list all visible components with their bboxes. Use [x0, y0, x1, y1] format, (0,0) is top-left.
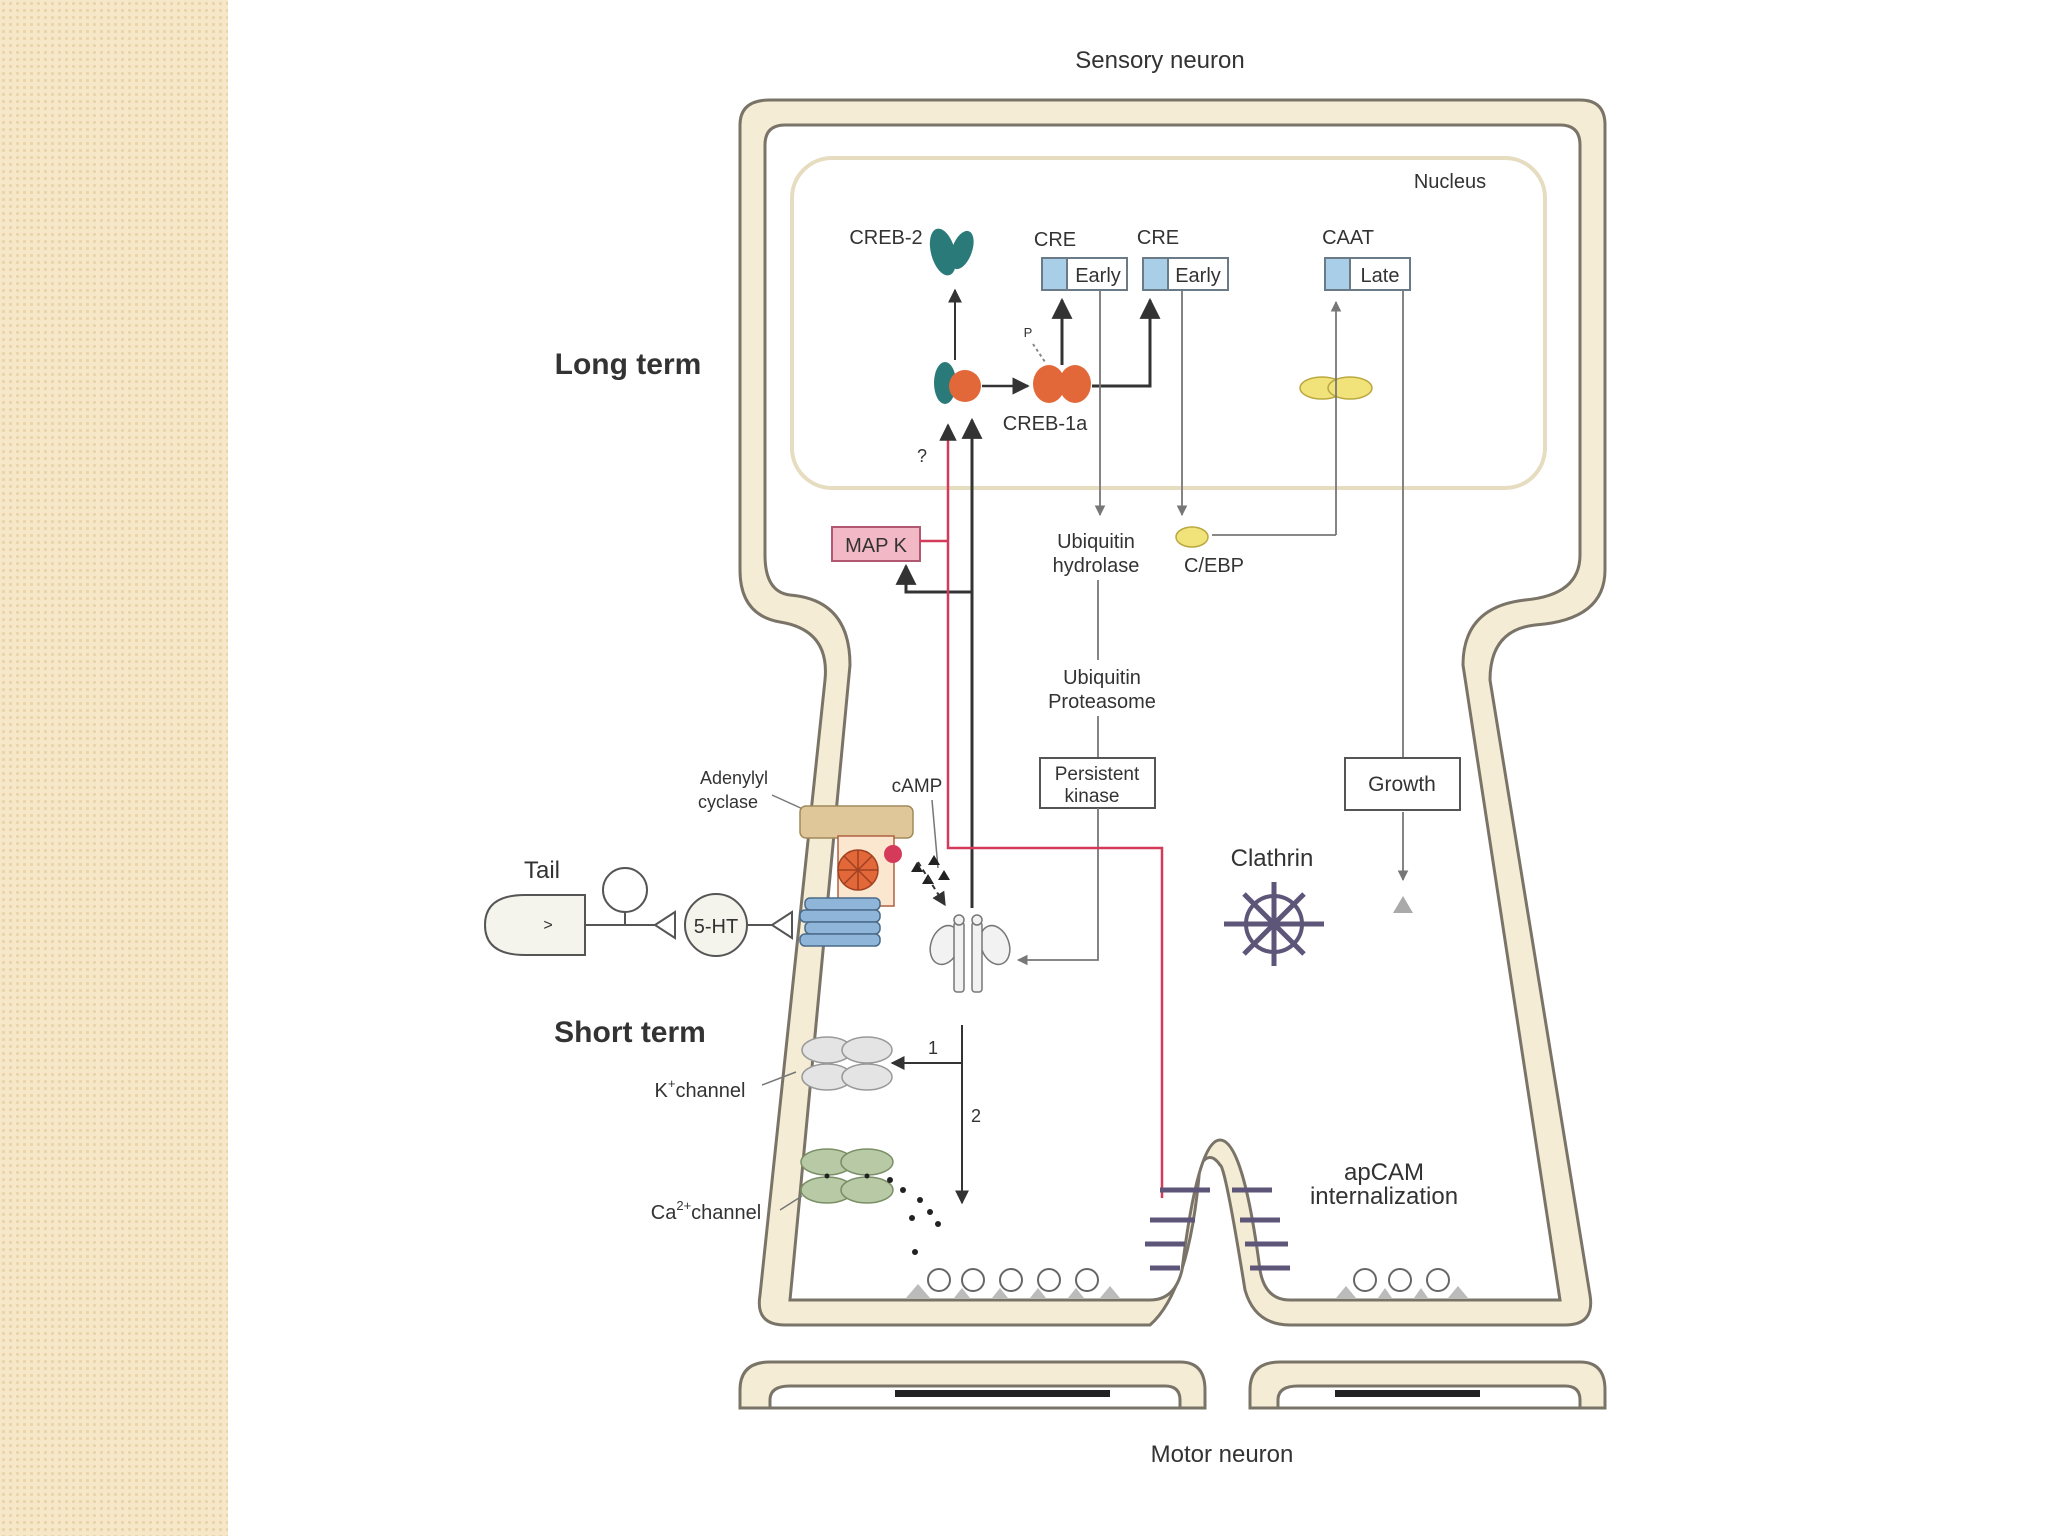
gene-caat-late: CAAT Late: [1322, 227, 1411, 291]
pointer-k-channel: [761, 1071, 797, 1086]
element-label: CRE: [1137, 227, 1179, 249]
heading-long-term: Long term: [555, 348, 702, 381]
pointer-adenylyl-cyclase: [771, 794, 806, 811]
creb1a-dimer: [1033, 365, 1091, 403]
arrow-kinase-to-pka: [1016, 808, 1099, 966]
nucleus: [790, 156, 1547, 490]
apcam-label-2: internalization: [1310, 1183, 1458, 1210]
red-path-apcam-to-nucleus: [939, 423, 1164, 1198]
tail-arrow-glyph: >: [543, 917, 552, 934]
ca-channel-label: Ca2+channel: [651, 1198, 761, 1224]
adenylyl-cyclase-label-1: Adenylyl: [700, 768, 768, 788]
apcam-label-1: apCAM: [1344, 1159, 1424, 1186]
clathrin-label: Clathrin: [1231, 845, 1314, 872]
persistent-kinase-box: Persistent kinase: [1039, 757, 1156, 809]
camp-label: cAMP: [892, 776, 943, 797]
interneuron-cell-body: [602, 867, 648, 913]
k-channel-label: K+channel: [655, 1076, 746, 1102]
clathrin-icon: [1224, 882, 1324, 966]
path2-label: 2: [971, 1106, 981, 1126]
phospho-link: [1032, 343, 1046, 363]
element-label: CAAT: [1322, 227, 1374, 249]
synaptic-vesicles-left: [927, 1268, 1099, 1292]
heading-short-term: Short term: [554, 1016, 706, 1049]
pointer-camp: [931, 799, 939, 869]
creb-complex: [934, 362, 981, 404]
phospho-label: P: [1024, 325, 1033, 340]
nucleus-label: Nucleus: [1414, 171, 1486, 193]
gene-cre-early-1: CRE Early: [1034, 229, 1128, 291]
footer-motor-neuron: Motor neuron: [1151, 1441, 1294, 1468]
adenylyl-cyclase: [799, 805, 914, 839]
serotonin-terminal: [770, 910, 793, 940]
growth-vesicle-icon: [1393, 896, 1413, 913]
proteasome-label-2: Proteasome: [1048, 691, 1156, 713]
cebp-dimer-right: [1327, 376, 1373, 400]
persistent-kinase-label-1: Persistent: [1055, 764, 1140, 785]
decorative-side-panel: [0, 0, 228, 1536]
pka-regulatory: [884, 845, 902, 863]
gene-cre-early-2: CRE Early: [1137, 227, 1229, 291]
k-channel: [801, 1036, 893, 1091]
persistent-kinase-label-2: kinase: [1065, 786, 1120, 807]
arrow-creb1a-to-early2: [1092, 297, 1161, 388]
ca-channel: [800, 1148, 894, 1204]
gene-label: Late: [1361, 265, 1400, 287]
active-zones-right: [1336, 1286, 1468, 1298]
pointer-ca-channel: [779, 1195, 803, 1211]
cebp-label: C/EBP: [1184, 555, 1244, 577]
cebp-protein: [1175, 526, 1209, 548]
ubiquitin-hydrolase-label-1: Ubiquitin: [1057, 531, 1135, 553]
calcium-ions: [887, 1177, 941, 1255]
path1-label: 1: [928, 1038, 938, 1058]
tail-sensory-terminal: [483, 894, 586, 956]
title-sensory-neuron: Sensory neuron: [1075, 47, 1244, 74]
active-zones-left: [906, 1284, 1120, 1298]
proteasome-label-1: Ubiquitin: [1063, 667, 1141, 689]
serotonin-label: 5-HT: [694, 916, 738, 938]
gene-label: Early: [1075, 265, 1121, 287]
synaptic-vesicles-right: [1353, 1268, 1450, 1292]
growth-label: Growth: [1368, 773, 1436, 796]
mapk-label: MAP K: [845, 535, 908, 557]
tail-label: Tail: [524, 857, 560, 884]
gene-label: Early: [1175, 265, 1221, 287]
element-label: CRE: [1034, 229, 1076, 251]
arrow-pka-to-mapk: [895, 563, 972, 594]
interneuron-terminal: [653, 910, 676, 940]
serotonin-receptor: [799, 897, 881, 947]
growth-box: Growth: [1344, 757, 1461, 811]
mapk-box: MAP K: [831, 526, 921, 562]
creb2-protein: [929, 228, 974, 276]
apcam-molecules: [1145, 1187, 1290, 1271]
creb1a-label: CREB-1a: [1003, 413, 1088, 435]
question-mark: ?: [917, 446, 927, 466]
ubiquitin-hydrolase-label-2: hydrolase: [1053, 555, 1140, 577]
motor-neuron: [738, 1360, 1607, 1410]
sensory-neuron-cytoplasm: [763, 123, 1582, 1302]
pka-subunits: [929, 914, 1011, 993]
creb2-label: CREB-2: [849, 227, 922, 249]
adenylyl-cyclase-label-2: cyclase: [698, 792, 758, 812]
camp-molecules: [911, 855, 950, 884]
